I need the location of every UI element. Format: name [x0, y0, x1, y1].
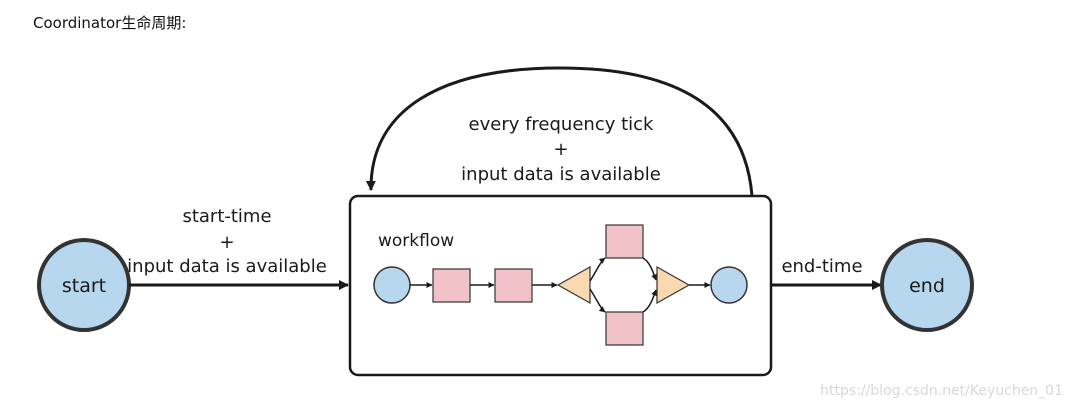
task-node-2 [494, 268, 533, 303]
task-node-1 [432, 268, 471, 303]
watermark-text: https://blog.csdn.net/Keyuchen_01 [820, 383, 1063, 399]
fork-node [556, 265, 591, 305]
svg-text:every frequency tick: every frequency tick [469, 114, 655, 135]
task-node-3 [605, 224, 644, 259]
svg-text:start-time: start-time [182, 206, 271, 227]
svg-text:+: + [219, 232, 234, 253]
end-edge-label: end-time [781, 256, 862, 277]
workflow-graph [373, 224, 748, 346]
end-node: end [880, 238, 974, 332]
svg-text:+: + [553, 139, 568, 160]
workflow-end-node [710, 266, 748, 304]
page-heading: Coordinator生命周期: [33, 14, 187, 32]
svg-text:input data is available: input data is available [127, 256, 327, 277]
loop-arrow [365, 66, 754, 197]
svg-text:input data is available: input data is available [461, 164, 661, 185]
start-label: start [62, 275, 106, 297]
workflow-start-node [373, 266, 411, 304]
workflow-label: workflow [378, 231, 454, 251]
end-label: end [909, 275, 945, 297]
start-node: start [37, 238, 131, 332]
join-node [656, 265, 691, 305]
start-edge-label: start-time + input data is available [127, 206, 327, 277]
loop-edge-label: every frequency tick + input data is ava… [461, 114, 661, 185]
task-node-4 [605, 311, 644, 346]
